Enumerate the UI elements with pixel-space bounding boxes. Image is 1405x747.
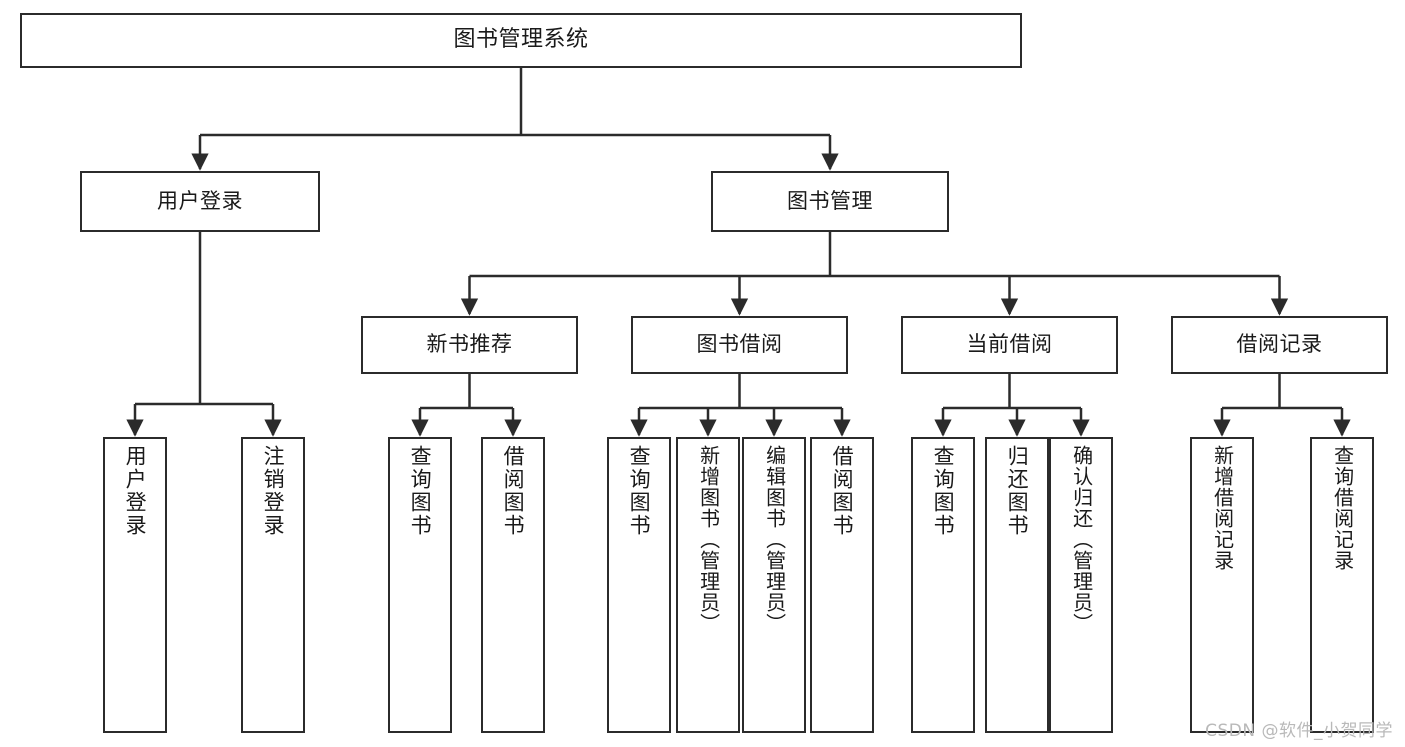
node-label: 借阅图书 <box>501 445 526 537</box>
node-label: 确认归还（管理员） <box>1069 445 1094 634</box>
node-level3-1[interactable]: 图书借阅 <box>631 316 848 374</box>
node-label: 查询图书 <box>408 445 433 537</box>
watermark: CSDN @软件_小贺同学 <box>1205 721 1393 741</box>
node-leaf-5[interactable]: 新增图书（管理员） <box>676 437 740 733</box>
node-level2-1[interactable]: 图书管理 <box>711 171 949 232</box>
node-leaf-2[interactable]: 查询图书 <box>388 437 452 733</box>
node-label: 借阅图书 <box>830 445 855 537</box>
node-leaf-0[interactable]: 用户登录 <box>103 437 167 733</box>
node-root-图书管理系统[interactable]: 图书管理系统 <box>20 13 1022 68</box>
node-leaf-4[interactable]: 查询图书 <box>607 437 671 733</box>
node-label: 用户登录 <box>157 188 243 213</box>
node-label: 新书推荐 <box>426 332 513 357</box>
node-leaf-9[interactable]: 归还图书 <box>985 437 1049 733</box>
node-label: 编辑图书（管理员） <box>762 445 787 634</box>
node-level3-3[interactable]: 借阅记录 <box>1171 316 1388 374</box>
node-level3-2[interactable]: 当前借阅 <box>901 316 1118 374</box>
node-leaf-8[interactable]: 查询图书 <box>911 437 975 733</box>
node-label: 借阅记录 <box>1236 332 1323 357</box>
node-label: 新增图书（管理员） <box>696 445 721 634</box>
node-leaf-12[interactable]: 查询借阅记录 <box>1310 437 1374 733</box>
node-label: 当前借阅 <box>966 332 1053 357</box>
node-label: 查询借阅记录 <box>1330 445 1355 571</box>
node-label: 查询图书 <box>931 445 956 537</box>
node-label: 归还图书 <box>1005 445 1030 537</box>
node-leaf-3[interactable]: 借阅图书 <box>481 437 545 733</box>
node-level2-0[interactable]: 用户登录 <box>80 171 320 232</box>
node-leaf-7[interactable]: 借阅图书 <box>810 437 874 733</box>
node-leaf-10[interactable]: 确认归还（管理员） <box>1049 437 1113 733</box>
node-label: 图书管理系统 <box>453 27 589 53</box>
node-leaf-11[interactable]: 新增借阅记录 <box>1190 437 1254 733</box>
node-label: 查询图书 <box>627 445 652 537</box>
node-label: 图书借阅 <box>696 332 783 357</box>
node-leaf-6[interactable]: 编辑图书（管理员） <box>742 437 806 733</box>
node-level3-0[interactable]: 新书推荐 <box>361 316 578 374</box>
node-label: 新增借阅记录 <box>1210 445 1235 571</box>
node-label: 用户登录 <box>123 445 148 537</box>
node-label: 图书管理 <box>787 188 873 213</box>
node-leaf-1[interactable]: 注销登录 <box>241 437 305 733</box>
node-label: 注销登录 <box>261 445 286 537</box>
